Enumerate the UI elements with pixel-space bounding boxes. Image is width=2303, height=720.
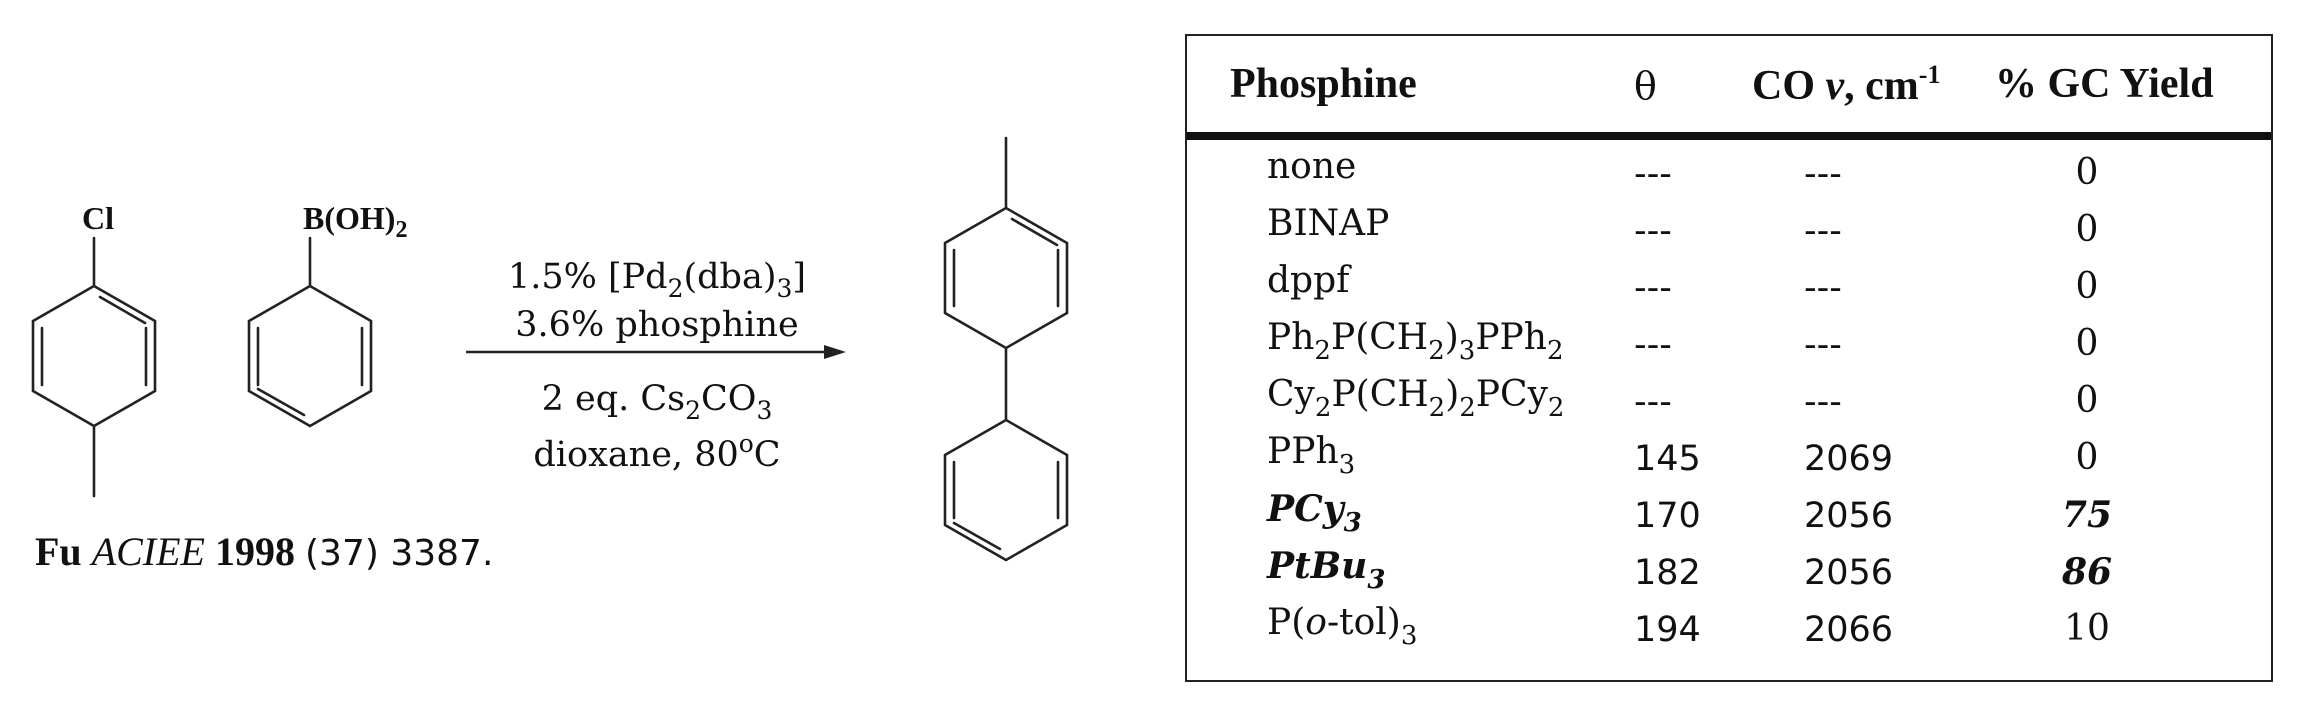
cell-gc-yield: 0 bbox=[2075, 380, 2099, 421]
boronic-acid-label: B(OH)2 bbox=[303, 200, 407, 243]
header-phosphine: Phosphine bbox=[1230, 61, 1417, 107]
table-row: PtBu3 182 2056 86 bbox=[1187, 545, 2271, 602]
condition-ligand: 3.6% phosphine bbox=[515, 305, 798, 345]
cell-co-stretch: --- bbox=[1804, 211, 1842, 251]
cell-phosphine: Ph2P(CH2)3PPh2 bbox=[1267, 317, 1564, 366]
condition-solvent-temp: dioxane, 80oC bbox=[533, 429, 780, 475]
cell-co-stretch: --- bbox=[1804, 268, 1842, 308]
cell-co-stretch: 2056 bbox=[1804, 496, 1894, 536]
cell-co-stretch: 2069 bbox=[1804, 439, 1894, 479]
citation-journal: ACIEE bbox=[91, 529, 205, 574]
cell-cone-angle: --- bbox=[1634, 211, 1672, 251]
condition-catalyst: 1.5% [Pd2(dba)3] bbox=[508, 257, 806, 303]
cell-gc-yield: 75 bbox=[2061, 494, 2113, 536]
cell-cone-angle: 170 bbox=[1634, 496, 1701, 536]
cell-co-stretch: 2066 bbox=[1804, 610, 1894, 650]
reaction-scheme: Cl B(OH)2 1.5% [Pd2(dba)3] 3.6% phosphin… bbox=[31, 136, 1069, 562]
table-row: dppf --- --- 0 bbox=[1187, 260, 2271, 317]
citation-year: 1998 bbox=[215, 529, 295, 574]
citation-author: Fu bbox=[35, 529, 82, 574]
cell-gc-yield: 0 bbox=[2075, 323, 2099, 364]
cell-co-stretch: --- bbox=[1804, 154, 1842, 194]
cell-gc-yield: 0 bbox=[2075, 152, 2099, 193]
cell-gc-yield: 10 bbox=[2064, 608, 2110, 649]
cell-phosphine: dppf bbox=[1267, 260, 1350, 301]
cell-co-stretch: 2056 bbox=[1804, 553, 1894, 593]
cell-phosphine: Cy2P(CH2)2PCy2 bbox=[1267, 374, 1565, 423]
cell-phosphine: PCy3 bbox=[1267, 488, 1362, 538]
cell-co-stretch: --- bbox=[1804, 382, 1842, 422]
phosphine-results-table: Phosphine θ CO v, cm-1 % GC Yield none --… bbox=[1185, 34, 2273, 682]
product-methylbiphenyl bbox=[943, 136, 1069, 562]
cell-cone-angle: 194 bbox=[1634, 610, 1701, 650]
table-row: Cy2P(CH2)2PCy2 --- --- 0 bbox=[1187, 374, 2271, 431]
table-row: PCy3 170 2056 75 bbox=[1187, 488, 2271, 545]
reaction-arrow bbox=[466, 345, 846, 359]
cell-phosphine: BINAP bbox=[1267, 203, 1390, 244]
table-row: none --- --- 0 bbox=[1187, 146, 2271, 203]
cell-cone-angle: --- bbox=[1634, 325, 1672, 365]
cell-phosphine: none bbox=[1267, 146, 1357, 187]
citation-volume-page: (37) 3387. bbox=[305, 533, 494, 574]
cell-phosphine: PtBu3 bbox=[1267, 545, 1386, 595]
cell-gc-yield: 0 bbox=[2075, 266, 2099, 307]
header-co-stretch: CO v, cm-1 bbox=[1752, 60, 1941, 109]
cell-cone-angle: --- bbox=[1634, 268, 1672, 308]
cell-gc-yield: 0 bbox=[2075, 437, 2099, 478]
cell-gc-yield: 86 bbox=[2061, 551, 2113, 593]
header-gc-yield: % GC Yield bbox=[1995, 61, 2214, 107]
cell-phosphine: PPh3 bbox=[1267, 431, 1356, 480]
condition-base: 2 eq. Cs2CO3 bbox=[542, 379, 773, 425]
table-row: Ph2P(CH2)3PPh2 --- --- 0 bbox=[1187, 317, 2271, 374]
table-row: PPh3 145 2069 0 bbox=[1187, 431, 2271, 488]
table-row: P(o-tol)3 194 2066 10 bbox=[1187, 602, 2271, 659]
cell-gc-yield: 0 bbox=[2075, 209, 2099, 250]
cell-cone-angle: --- bbox=[1634, 154, 1672, 194]
cell-cone-angle: 145 bbox=[1634, 439, 1701, 479]
table-row: BINAP --- --- 0 bbox=[1187, 203, 2271, 260]
reactant-phenylboronic-acid: B(OH)2 bbox=[247, 200, 407, 428]
cell-cone-angle: --- bbox=[1634, 382, 1672, 422]
cell-phosphine: P(o-tol)3 bbox=[1267, 602, 1418, 651]
cell-cone-angle: 182 bbox=[1634, 553, 1701, 593]
header-cone-angle: θ bbox=[1634, 64, 1657, 108]
reactant-chlorotoluene: Cl bbox=[31, 200, 157, 498]
table-header: Phosphine θ CO v, cm-1 % GC Yield bbox=[1187, 36, 2271, 140]
chlorine-atom-label: Cl bbox=[82, 200, 114, 236]
literature-citation: Fu ACIEE 1998 (37) 3387. bbox=[35, 528, 493, 575]
cell-co-stretch: --- bbox=[1804, 325, 1842, 365]
